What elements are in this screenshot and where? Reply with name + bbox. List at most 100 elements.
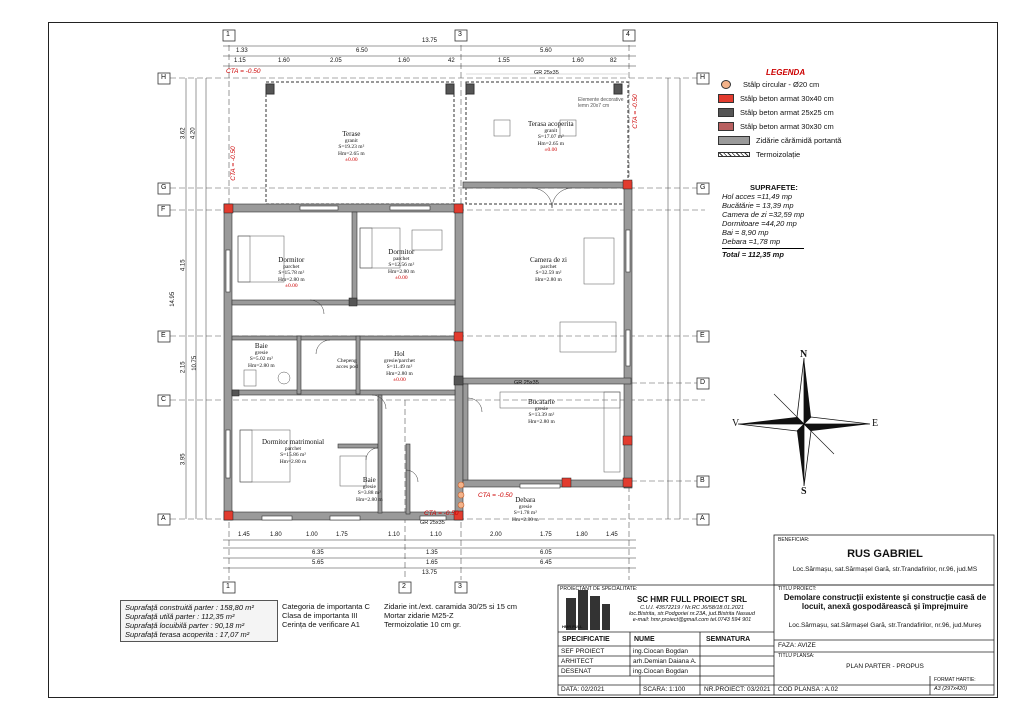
surfaces-table: SUPRAFETE: Hol acces =11,49 mp Bucătărie… — [722, 183, 805, 259]
dim-top-b1: 1.15 — [234, 58, 246, 64]
row-spec: DESENAT — [561, 668, 592, 675]
row-nume: ing.Ciocan Bogdan — [633, 668, 688, 675]
beneficiar-name: RUS GABRIEL — [847, 548, 923, 560]
grid-col-1-top: 1 — [226, 31, 230, 38]
compass-v: V — [732, 418, 740, 429]
col-nume: NUME — [634, 636, 655, 643]
dim-top-b4: 1.60 — [398, 58, 410, 64]
dim-bot-a7: 2.00 — [490, 532, 502, 538]
beam-label: GR 25x35 — [534, 70, 559, 76]
sheet-title: PLAN PARTER - PROPUS — [846, 663, 924, 670]
dim-bot-a10: 1.45 — [606, 532, 618, 538]
beam-label: GR 25x35 — [514, 380, 539, 386]
row-spec: SEF PROIECT — [561, 648, 605, 655]
company-info: C.U.I. 43572219 / Nr.RC J6/58/18.01.2021… — [629, 605, 755, 623]
legend-item: Stâlp beton armat 30x30 cm — [718, 119, 968, 133]
dim-left-2: 4.15 — [180, 259, 187, 272]
column-30x30-swatch — [718, 121, 734, 131]
grid-col-1-bottom: 1 — [226, 583, 230, 590]
chepeng-label: Chepeng acces pod — [336, 358, 358, 371]
decor-label: Elemente decorative lemn 20x7 cm — [578, 97, 624, 109]
legend-item: Stâlp circular - Ø20 cm — [718, 77, 968, 91]
cta-label: CTA = -0.50 — [226, 68, 261, 75]
dim-bot-a4: 1.75 — [336, 532, 348, 538]
compass-s: S — [801, 486, 807, 497]
grid-row-b: B — [700, 477, 705, 484]
brick-wall-swatch — [718, 135, 750, 145]
dim-left-3: 2.15 — [180, 361, 187, 374]
grid-row-a-right: A — [700, 515, 705, 522]
legend: LEGENDA Stâlp circular - Ø20 cm Stâlp be… — [718, 68, 968, 161]
dim-top-a3: 5.60 — [540, 48, 552, 54]
dim-left-4: 3.95 — [180, 453, 187, 466]
grid-row-h: H — [161, 74, 167, 81]
insulation-swatch — [718, 151, 750, 157]
dim-top-total: 13.75 — [422, 38, 438, 44]
dim-bot-total: 13.75 — [422, 570, 438, 576]
dim-bot-b3: 6.05 — [540, 550, 552, 556]
compass-e: E — [872, 418, 879, 429]
col-specificatie: SPECIFICATIE — [562, 636, 610, 643]
dim-bot-c1: 5.65 — [312, 560, 324, 566]
cta-label: CTA = -0.50 — [478, 492, 513, 499]
cta-label: CTA = -0.50 — [229, 146, 237, 181]
legend-item: Stâlp beton armat 25x25 cm — [718, 105, 968, 119]
dim-top-b6: 1.55 — [498, 58, 510, 64]
scara: SCARA: 1:100 — [643, 686, 686, 693]
area-summary: Suprafață construită parter : 158,80 m² … — [120, 600, 278, 642]
company-name: SC HMR FULL PROIECT SRL — [636, 595, 748, 604]
dim-top-b2: 1.60 — [278, 58, 290, 64]
dim-left-6: 4.20 — [190, 127, 197, 140]
legend-title: LEGENDA — [766, 68, 806, 77]
legend-item: Termoizolație — [718, 147, 968, 161]
titlu-proiect-label: TITLU PROIECT: — [778, 586, 817, 592]
grid-row-g: G — [161, 184, 167, 191]
dim-top-b3: 2.05 — [330, 58, 342, 64]
dim-bot-a2: 1.80 — [270, 532, 282, 538]
dim-left-total: 14.95 — [170, 291, 177, 307]
dim-left-5: 10.75 — [192, 355, 199, 371]
legend-item: Zidărie cărămidă portantă — [718, 133, 968, 147]
col-semnatura: SEMNATURA — [706, 636, 751, 643]
dim-top-a2: 6.50 — [356, 48, 368, 54]
dim-bot-b1: 6.35 — [312, 550, 324, 556]
grid-row-a: A — [161, 515, 166, 522]
grid-col-3-top: 3 — [458, 31, 462, 38]
grid-row-e: E — [161, 332, 166, 339]
dim-bot-a1: 1.45 — [238, 532, 250, 538]
dim-bot-a6: 1.10 — [430, 532, 442, 538]
grid-row-c: C — [161, 396, 167, 403]
column-30x40-swatch — [718, 93, 734, 103]
grid-col-3-bottom: 3 — [458, 583, 462, 590]
dim-bot-a3: 1.00 — [306, 532, 318, 538]
dim-bot-c2: 1.65 — [426, 560, 438, 566]
logo-text: HMR FULL — [562, 624, 583, 629]
project-title: Demolare construcții existente și constr… — [783, 593, 987, 612]
nr-proiect: NR.PROIECT: 03/2021 — [704, 686, 771, 693]
cta-label: CTA = -0.50 — [631, 94, 639, 129]
dim-bot-a5: 1.10 — [388, 532, 400, 538]
cta-label: CTA = -0.50 — [424, 510, 459, 517]
grid-row-e-right: E — [700, 332, 705, 339]
grid-row-h-right: H — [700, 74, 706, 81]
grid-row-g-right: G — [700, 184, 706, 191]
compass-rose — [737, 357, 871, 487]
compass-n: N — [800, 349, 808, 360]
row-nume: arh.Demian Daiana A. — [633, 658, 697, 665]
circle-column-swatch — [721, 79, 731, 89]
beam-label: GR 25x35 — [420, 520, 445, 526]
column-25x25-swatch — [718, 107, 734, 117]
legend-item: Stâlp beton armat 30x40 cm — [718, 91, 968, 105]
format-label: FORMAT HARTIE: — [934, 677, 976, 683]
